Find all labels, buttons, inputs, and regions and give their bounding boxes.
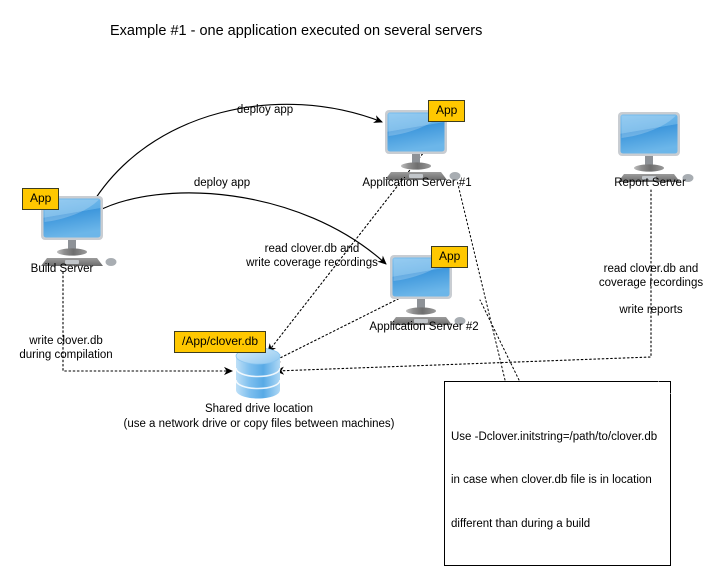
edge-deploy-app-2	[95, 192, 387, 265]
note-line-3: different than during a build	[451, 517, 591, 530]
edge-deploy-app-1	[91, 103, 383, 205]
node-caption-shared-drive-line1: Shared drive location	[204, 403, 314, 415]
note-box: Use -Dclover.initstring=/path/to/clover.…	[444, 381, 671, 566]
note-line-1: Use -Dclover.initstring=/path/to/clover.…	[451, 430, 658, 443]
database-icon-shared-drive	[235, 347, 281, 399]
diagram-canvas: Example #1 - one application executed on…	[19, 23, 704, 566]
edge-label-deploy-app-1: deploy app	[236, 104, 294, 116]
app-badge-application-server-2: App	[431, 246, 469, 268]
note-line-2: in case when clover.db file is in locati…	[451, 474, 652, 486]
node-caption-application-server-2: Application Server #2	[369, 321, 479, 333]
connector-layer	[41, 103, 694, 399]
edge-report-server-to-drive	[275, 189, 652, 375]
edge-label-write-clover-db: write clover.db during compilation	[19, 335, 113, 361]
edge-appserver1-to-drive	[267, 133, 439, 353]
edge-label-read-write-coverage: read clover.db and write coverage record…	[246, 243, 378, 269]
node-caption-build-server: Build Server	[30, 263, 94, 275]
computer-icon-report-server	[618, 112, 694, 182]
edge-write-clover-db	[62, 271, 233, 376]
note-fold-corner	[658, 381, 671, 394]
node-caption-shared-drive-line2: (use a network drive or copy files betwe…	[123, 418, 395, 430]
edge-note-to-appserver1	[454, 171, 506, 381]
clover-db-path-badge: /App/clover.db	[174, 331, 267, 353]
node-caption-report-server: Report Server	[614, 177, 686, 189]
edge-note-to-appserver2	[479, 299, 520, 381]
node-caption-application-server-1: Application Server #1	[362, 177, 472, 189]
edge-label-read-coverage: read clover.db and coverage recordings	[598, 263, 704, 289]
diagram-title: Example #1 - one application executed on…	[110, 23, 483, 39]
edge-label-deploy-app-2: deploy app	[193, 177, 251, 189]
app-badge-build-server: App	[22, 188, 60, 210]
app-badge-application-server-1: App	[428, 100, 466, 122]
edge-label-write-reports: write reports	[619, 304, 683, 316]
computer-icon-application-server-2	[390, 255, 466, 325]
